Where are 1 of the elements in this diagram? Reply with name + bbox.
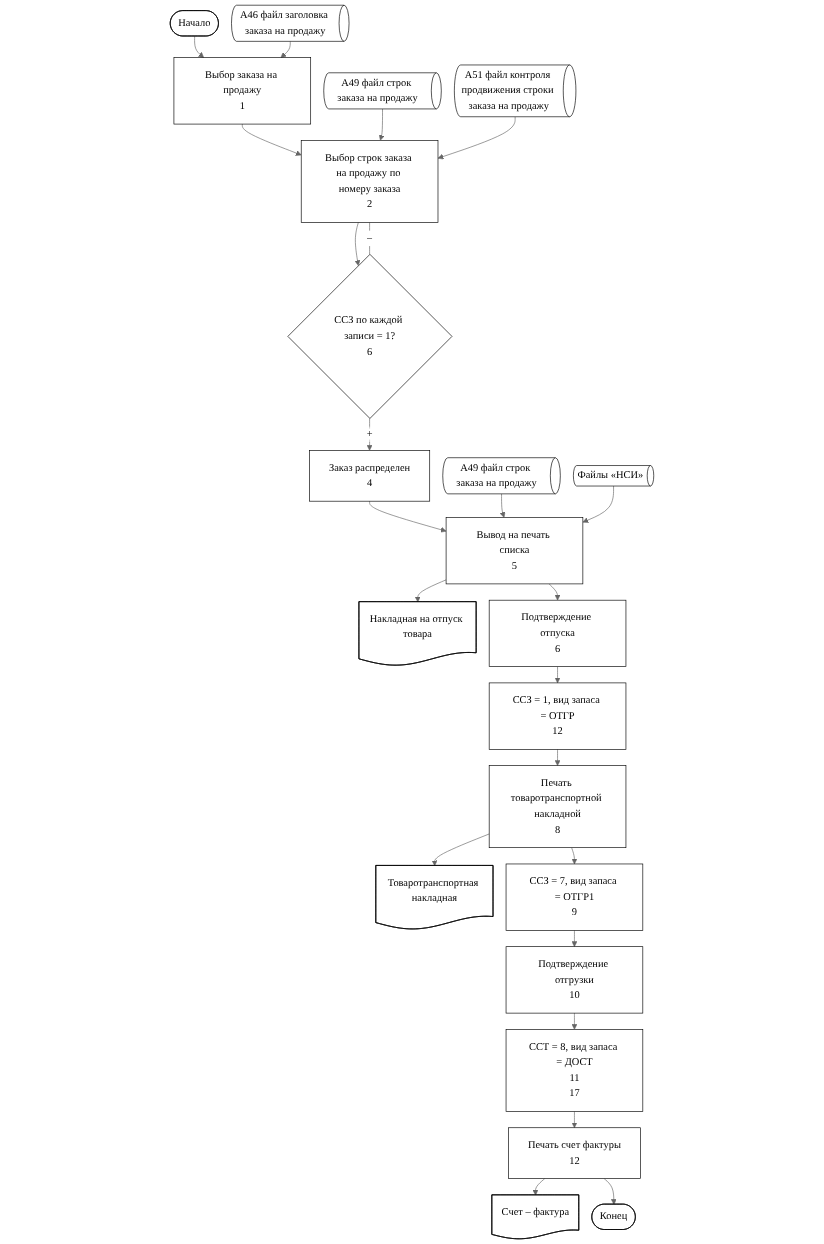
connector [369, 222, 370, 255]
